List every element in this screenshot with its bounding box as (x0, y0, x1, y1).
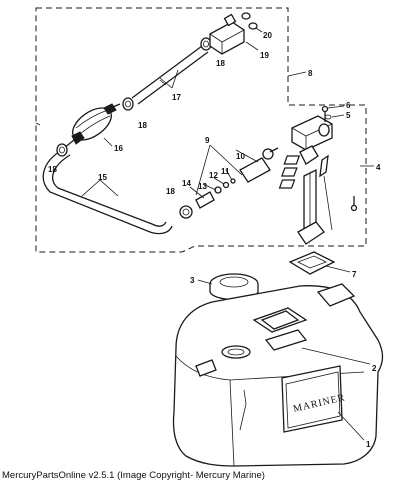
callout-18-d: 18 (166, 187, 175, 196)
callout-3: 3 (190, 276, 195, 285)
fuel-connector-top (209, 12, 251, 55)
fuel-line-kit-dashed-outline (35, 7, 367, 253)
callout-14: 14 (182, 179, 191, 188)
callout-4: 4 (376, 163, 381, 172)
callout-18-c: 18 (216, 59, 225, 68)
engine-connector-assembly (179, 147, 279, 219)
callout-8: 8 (308, 69, 313, 78)
callout-18-a: 18 (48, 165, 57, 174)
callout-19: 19 (260, 51, 269, 60)
callout-18-b: 18 (138, 121, 147, 130)
hose-clamp-middle (122, 97, 134, 111)
callout-12: 12 (209, 171, 218, 180)
primer-bulb (63, 103, 121, 149)
callout-13: 13 (198, 182, 207, 191)
fuel-tank: MARINER (172, 283, 384, 467)
copyright-footer: MercuryPartsOnline v2.5.1 (Image Copyrig… (2, 470, 265, 481)
stray-mark (35, 122, 41, 126)
fuel-hose (42, 149, 173, 235)
callout-7: 7 (352, 270, 357, 279)
callout-5: 5 (346, 111, 351, 120)
tank-fitting-assembly (278, 105, 358, 245)
upper-hose (131, 45, 209, 105)
callout-17: 17 (172, 93, 181, 102)
gasket (288, 251, 336, 275)
callout-2: 2 (372, 364, 377, 373)
callout-6: 6 (346, 101, 351, 110)
callout-11: 11 (221, 167, 230, 176)
o-ring (248, 22, 258, 30)
hose-clamp-bulb (56, 143, 68, 157)
callout-9: 9 (205, 136, 210, 145)
callout-20: 20 (263, 31, 272, 40)
callout-1: 1 (366, 440, 371, 449)
callout-10: 10 (236, 152, 245, 161)
callout-16: 16 (114, 144, 123, 153)
callout-15: 15 (98, 173, 107, 182)
callouts: 1 2 3 4 5 6 7 8 9 10 11 12 13 14 15 16 (48, 27, 381, 449)
